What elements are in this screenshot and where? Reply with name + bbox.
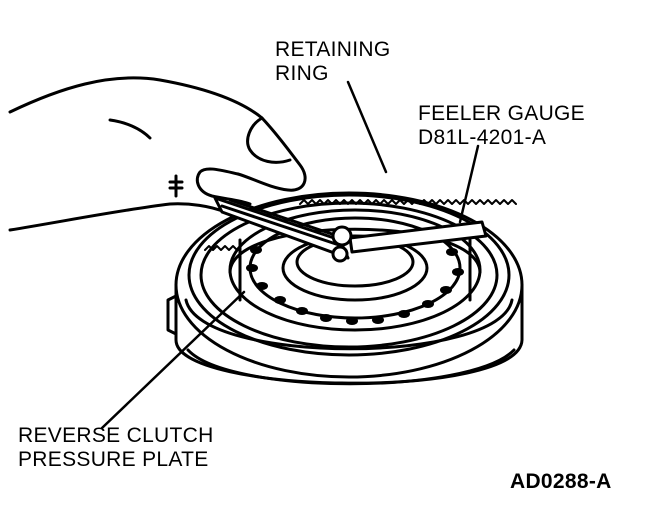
retaining-ring [187, 193, 517, 357]
label-pressure-plate-line2: PRESSURE PLATE [18, 448, 209, 471]
label-feeler-gauge: FEELER GAUGE D81L-4201-A [418, 102, 585, 150]
label-retaining-ring: RETAINING RING [275, 38, 390, 86]
hand [8, 76, 353, 263]
leader-feeler-gauge [458, 144, 480, 224]
feeler-gauge-blade [348, 220, 488, 254]
clutch-drum [166, 191, 524, 386]
leader-lines [100, 80, 480, 430]
label-retaining-ring-line2: RING [275, 62, 329, 85]
label-pressure-plate-line1: REVERSE CLUTCH [18, 424, 214, 447]
leader-retaining-ring [346, 80, 388, 174]
figure-code: AD0288-A [510, 470, 612, 493]
plate-holes [246, 246, 464, 325]
leader-pressure-plate [100, 290, 246, 430]
label-retaining-ring-line1: RETAINING [275, 38, 391, 61]
label-feeler-gauge-line1: FEELER GAUGE [418, 102, 585, 125]
label-pressure-plate: REVERSE CLUTCH PRESSURE PLATE [18, 424, 214, 472]
label-feeler-gauge-part-number: D81L-4201-A [418, 126, 547, 149]
